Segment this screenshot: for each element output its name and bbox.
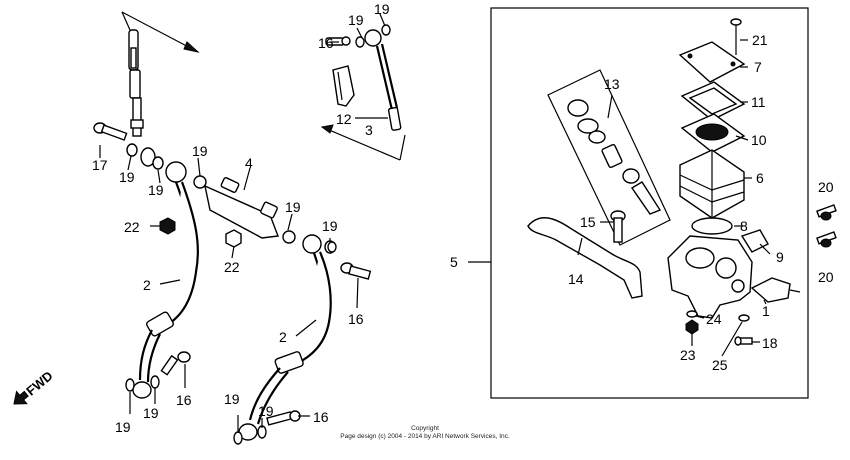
part-label-3: 3 xyxy=(365,122,373,138)
diaphragm-10 xyxy=(680,113,746,153)
right-brake-hose xyxy=(233,234,336,445)
pivot-bolt-15 xyxy=(610,210,626,243)
left-brake-hose xyxy=(125,29,199,399)
part-label-22: 22 xyxy=(224,259,240,275)
part-label-17: 17 xyxy=(92,157,108,173)
part-label-16: 16 xyxy=(313,409,329,425)
three-way-joint xyxy=(193,175,296,244)
part-label-10: 10 xyxy=(751,132,767,148)
part-label-15: 15 xyxy=(580,214,596,230)
leader-lines xyxy=(99,13,771,432)
part-label-2: 2 xyxy=(143,277,151,293)
diagonal-arrow-middle xyxy=(320,124,406,161)
part-label-4: 4 xyxy=(245,155,253,171)
reservoir-body-6 xyxy=(679,149,745,219)
part-label-2: 2 xyxy=(279,329,287,345)
part-label-19: 19 xyxy=(348,12,364,28)
part-label-8: 8 xyxy=(740,218,748,234)
fwd-label: FWD xyxy=(23,368,55,399)
master-cylinder-body xyxy=(667,235,753,319)
part-label-16: 16 xyxy=(348,311,364,327)
washer-19c xyxy=(126,143,138,157)
part-label-25: 25 xyxy=(712,357,728,373)
part-label-5: 5 xyxy=(450,254,458,270)
master-cylinder-frame xyxy=(490,7,809,399)
part-label-19: 19 xyxy=(374,1,390,17)
part-label-19: 19 xyxy=(224,391,240,407)
fwd-arrow: FWD xyxy=(13,368,56,405)
brake-lever-14 xyxy=(527,217,643,299)
nut-22b xyxy=(225,229,242,248)
part-label-19: 19 xyxy=(115,419,131,435)
part-label-19: 19 xyxy=(119,169,135,185)
part-label-7: 7 xyxy=(754,59,762,75)
part-label-19: 19 xyxy=(192,143,208,159)
diagonal-arrow-left xyxy=(121,11,200,53)
part-label-9: 9 xyxy=(776,249,784,265)
part-label-19: 19 xyxy=(143,405,159,421)
part-label-24: 24 xyxy=(706,311,722,327)
part-label-13: 13 xyxy=(604,76,620,92)
washer-25 xyxy=(738,314,750,322)
part-label-1: 1 xyxy=(762,303,770,319)
piston-set-13 xyxy=(547,69,671,246)
washer-24 xyxy=(686,310,698,318)
part-label-11: 11 xyxy=(751,94,766,110)
boot-9 xyxy=(740,229,769,253)
bolt-17 xyxy=(93,122,128,141)
bolt-16b xyxy=(340,262,372,280)
upper-hose-3 xyxy=(325,24,402,131)
part-label-22: 22 xyxy=(124,219,140,235)
washer-19g xyxy=(327,241,337,253)
part-label-16: 16 xyxy=(318,35,334,51)
bolt-20b xyxy=(816,231,837,248)
part-label-23: 23 xyxy=(680,347,696,363)
part-label-19: 19 xyxy=(322,218,338,234)
reservoir-cap-7 xyxy=(678,41,746,83)
rubber-cap-12 xyxy=(332,65,355,107)
part-label-6: 6 xyxy=(756,170,764,186)
o-ring-8 xyxy=(691,217,733,235)
screw-21 xyxy=(730,18,742,55)
copyright-line-1: Copyright xyxy=(411,425,439,432)
nut-22a xyxy=(159,217,176,235)
part-label-20: 20 xyxy=(818,269,834,285)
part-labels: 16 19 19 12 3 17 19 19 4 19 22 19 22 19 … xyxy=(92,1,834,435)
copyright-line-2: Page design (c) 2004 - 2014 by ARI Netwo… xyxy=(340,433,510,440)
part-label-14: 14 xyxy=(568,271,584,287)
copyright-notice: Copyright Page design (c) 2004 - 2014 by… xyxy=(300,425,550,441)
part-label-16: 16 xyxy=(176,392,192,408)
part-label-20: 20 xyxy=(818,179,834,195)
part-label-19: 19 xyxy=(148,182,164,198)
diaphragm-plate-11 xyxy=(680,81,746,121)
brake-switch-1 xyxy=(750,277,801,303)
part-label-19: 19 xyxy=(258,403,274,419)
washer-19d xyxy=(152,156,164,170)
part-label-19: 19 xyxy=(285,199,301,215)
part-label-21: 21 xyxy=(752,32,768,48)
screw-18 xyxy=(734,336,753,346)
part-label-12: 12 xyxy=(336,111,352,127)
nut-23 xyxy=(685,319,699,335)
bolt-20a xyxy=(816,204,837,221)
part-label-18: 18 xyxy=(762,335,778,351)
